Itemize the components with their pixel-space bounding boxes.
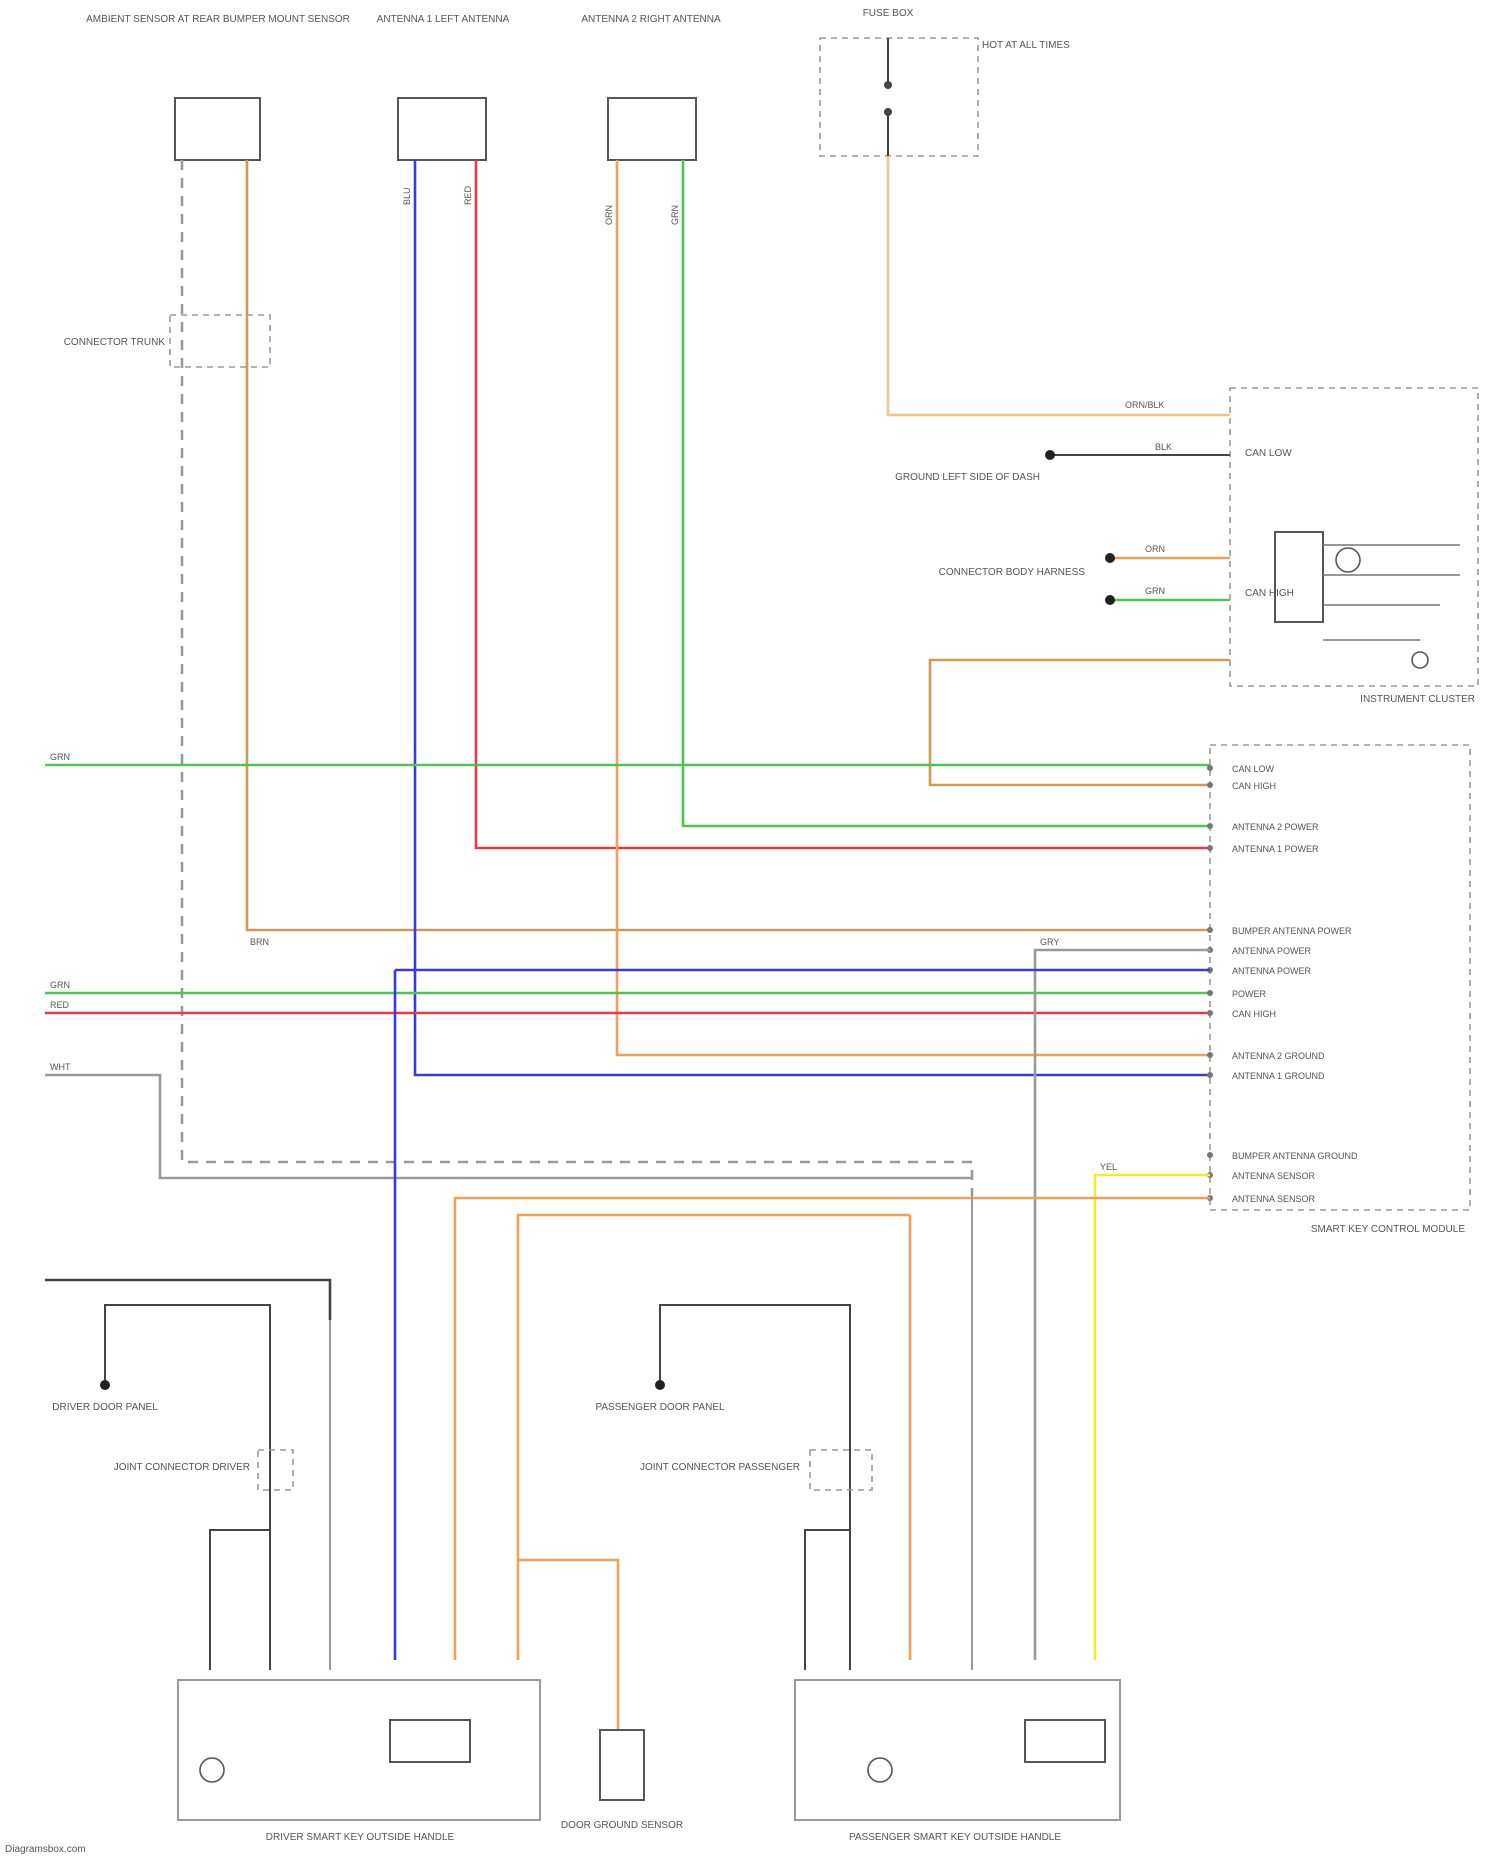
passenger-door-panel-label: PASSENGER DOOR PANEL — [595, 1402, 725, 1413]
connector-trunk-label: CONNECTOR TRUNK — [64, 337, 166, 348]
module-pin-label: CAN LOW — [1232, 764, 1275, 774]
module-pin-label: ANTENNA 1 GROUND — [1232, 1071, 1325, 1081]
module-pin-label: ANTENNA POWER — [1232, 966, 1312, 976]
driver-handle-module-label: DRIVER SMART KEY OUTSIDE HANDLE — [266, 1832, 455, 1843]
passenger-handle-module-label: PASSENGER SMART KEY OUTSIDE HANDLE — [849, 1832, 1061, 1843]
wire-label-green-left: GRN — [50, 752, 70, 762]
antenna-right: ANTENNA 2 RIGHT ANTENNA — [581, 14, 721, 160]
module-pin-label: ANTENNA POWER — [1232, 946, 1312, 956]
module-pin-label: ANTENNA 2 POWER — [1232, 822, 1319, 832]
module-pin-dot — [1207, 1052, 1213, 1058]
module-pin-dot — [1207, 1152, 1213, 1158]
ground-left-side-label: GROUND LEFT SIDE OF DASH — [895, 472, 1040, 483]
wire-label-gray: GRY — [1040, 937, 1059, 947]
wire-label-blue: BLU — [402, 187, 412, 205]
smart-key-module-label: SMART KEY CONTROL MODULE — [1311, 1224, 1465, 1235]
wire-label-red-left: RED — [50, 1000, 70, 1010]
hot-at-all-times-label: HOT AT ALL TIMES — [982, 40, 1070, 51]
module-pin-label: POWER — [1232, 989, 1267, 999]
wire-label-white-left: WHT — [50, 1062, 71, 1072]
wire-label-orange-black: ORN/BLK — [1125, 400, 1165, 410]
module-pin-dot — [1207, 765, 1213, 771]
wire-label-red: RED — [463, 185, 473, 205]
door-ground-sensor-label: DOOR GROUND SENSOR — [561, 1820, 683, 1831]
door-ground-sensor — [600, 1730, 644, 1800]
module-pin-label: ANTENNA 2 GROUND — [1232, 1051, 1325, 1061]
fuse-box-label: FUSE BOX — [863, 8, 914, 19]
wire-label-orange: ORN — [604, 205, 614, 225]
module-pin-label: ANTENNA SENSOR — [1232, 1194, 1316, 1204]
cluster-pin-can-high: CAN HIGH — [1245, 588, 1294, 599]
module-pin-dot — [1207, 782, 1213, 788]
joint-connector-passenger-label: JOINT CONNECTOR PASSENGER — [640, 1462, 800, 1473]
fuse-box: FUSE BOX HOT AT ALL TIMES — [820, 8, 1070, 156]
module-pin-dot — [1207, 927, 1213, 933]
wire-label-green-left-2: GRN — [50, 980, 70, 990]
module-pin-label: ANTENNA 1 POWER — [1232, 844, 1319, 854]
antenna-right-label: ANTENNA 2 RIGHT ANTENNA — [581, 14, 721, 25]
passenger-door-section: PASSENGER DOOR PANEL JOINT CONNECTOR PAS… — [595, 1196, 1120, 1843]
module-pin-dot — [1207, 845, 1213, 851]
wire-label-orange-2: ORN — [1145, 544, 1165, 554]
sensor-rear-bumper: AMBIENT SENSOR AT REAR BUMPER MOUNT SENS… — [86, 14, 350, 160]
module-pin-dot — [1207, 823, 1213, 829]
antenna-left: ANTENNA 1 LEFT ANTENNA — [377, 14, 510, 160]
connector-body-harness-label: CONNECTOR BODY HARNESS — [939, 567, 1086, 578]
wire-label-yellow: YEL — [1100, 1162, 1117, 1172]
cluster-pin-can-low: CAN LOW — [1245, 448, 1292, 459]
wire-label-black: BLK — [1155, 442, 1172, 452]
module-pin-dot — [1207, 1072, 1213, 1078]
module-pin-label: BUMPER ANTENNA POWER — [1232, 926, 1352, 936]
instrument-cluster-label: INSTRUMENT CLUSTER — [1360, 694, 1475, 705]
connector-trunk — [170, 315, 270, 367]
wire-label-green: GRN — [670, 205, 680, 225]
antenna-left-label: ANTENNA 1 LEFT ANTENNA — [377, 14, 510, 25]
module-pin-label: ANTENNA SENSOR — [1232, 1171, 1316, 1181]
wire-label-green-2: GRN — [1145, 586, 1165, 596]
footer-credit: Diagramsbox.com — [5, 1844, 86, 1855]
module-pin-label: BUMPER ANTENNA GROUND — [1232, 1151, 1358, 1161]
instrument-cluster: INSTRUMENT CLUSTER CAN LOW CAN HIGH — [1230, 388, 1478, 705]
module-pin-dot — [1207, 1010, 1213, 1016]
driver-door-panel-label: DRIVER DOOR PANEL — [52, 1402, 158, 1413]
wire-label-brown: BRN — [250, 937, 269, 947]
module-pin-label: CAN HIGH — [1232, 1009, 1276, 1019]
driver-door-section: DRIVER DOOR PANEL JOINT CONNECTOR DRIVER… — [52, 1305, 540, 1843]
joint-connector-driver-label: JOINT CONNECTOR DRIVER — [114, 1462, 250, 1473]
module-pin-label: CAN HIGH — [1232, 781, 1276, 791]
sensor-rear-bumper-label: AMBIENT SENSOR AT REAR BUMPER MOUNT SENS… — [86, 14, 350, 25]
smart-key-module: SMART KEY CONTROL MODULE CAN LOW CAN HIGH… — [1207, 745, 1470, 1235]
module-pin-dot — [1207, 990, 1213, 996]
